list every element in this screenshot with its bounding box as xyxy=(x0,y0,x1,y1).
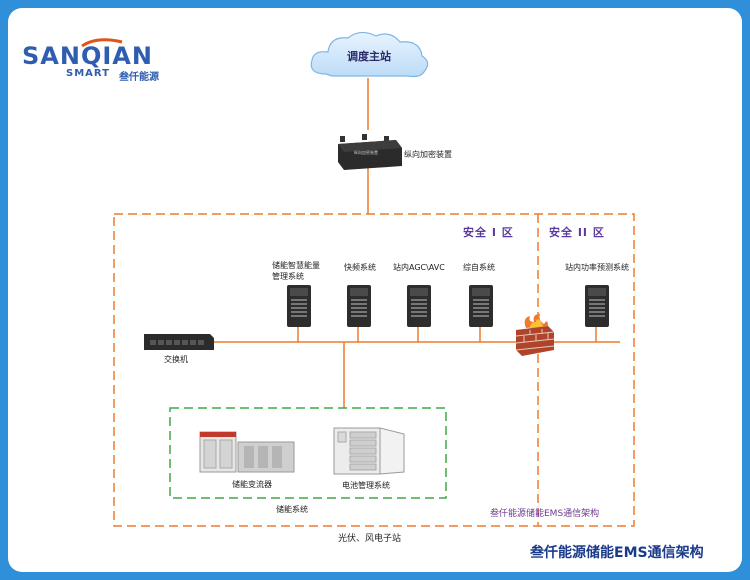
encryption-device: 纵向加密装置 xyxy=(336,130,404,170)
server-label-agc-avc: 站内AGC\AVC xyxy=(393,263,445,272)
inner-caption: 叁仟能源储能EMS通信架构 xyxy=(490,509,600,519)
server-label-fast-freq: 快频系统 xyxy=(344,263,376,272)
server-label-ems-1: 储能智慧能量 xyxy=(272,261,320,270)
encryption-device-text: 纵向加密装置 xyxy=(354,150,378,155)
server-tower-icon xyxy=(407,285,431,327)
server-tower-icon xyxy=(287,285,311,327)
pcs-label: 储能变流器 xyxy=(232,480,272,489)
zone2-title: 安全 II 区 xyxy=(549,226,605,239)
pcs-cabinet-icon xyxy=(199,431,295,473)
logo-sub-en: SMART xyxy=(66,68,110,79)
server-label-integrated: 综自系统 xyxy=(463,263,495,272)
encryption-label: 纵向加密装置 xyxy=(404,150,452,159)
logo-brand-text: SANQIAN xyxy=(22,42,153,70)
bms-cabinet-icon xyxy=(333,427,405,475)
cloud-icon xyxy=(310,31,429,78)
storage-group-border xyxy=(169,407,447,499)
server-label-power-forecast: 站内功率预测系统 xyxy=(565,263,629,272)
server-tower-icon xyxy=(585,285,609,327)
zone1-title: 安全 I 区 xyxy=(463,226,514,239)
cloud-label: 调度主站 xyxy=(347,50,391,63)
storage-group-label: 储能系统 xyxy=(276,505,308,514)
server-tower-icon xyxy=(347,285,371,327)
server-tower-icon xyxy=(469,285,493,327)
canvas: SANQIAN SMART 叁仟能源 xyxy=(8,8,742,572)
server-label-ems-2: 管理系统 xyxy=(272,272,304,281)
encryption-device-icon xyxy=(338,134,402,170)
brand-logo: SANQIAN SMART 叁仟能源 xyxy=(22,36,192,88)
switch-icon xyxy=(144,334,214,350)
station-label: 光伏、风电子站 xyxy=(338,534,402,544)
cloud-dispatch: 调度主站 xyxy=(304,26,434,86)
logo-sub-cn: 叁仟能源 xyxy=(119,72,159,83)
footer-title: 叁仟能源储能EMS通信架构 xyxy=(530,545,704,561)
logo-swoosh-icon xyxy=(81,38,123,48)
firewall-icon xyxy=(515,314,555,356)
bms-label: 电池管理系统 xyxy=(342,481,390,490)
switch-label: 交换机 xyxy=(164,355,188,364)
zone-outer-border xyxy=(113,213,635,527)
